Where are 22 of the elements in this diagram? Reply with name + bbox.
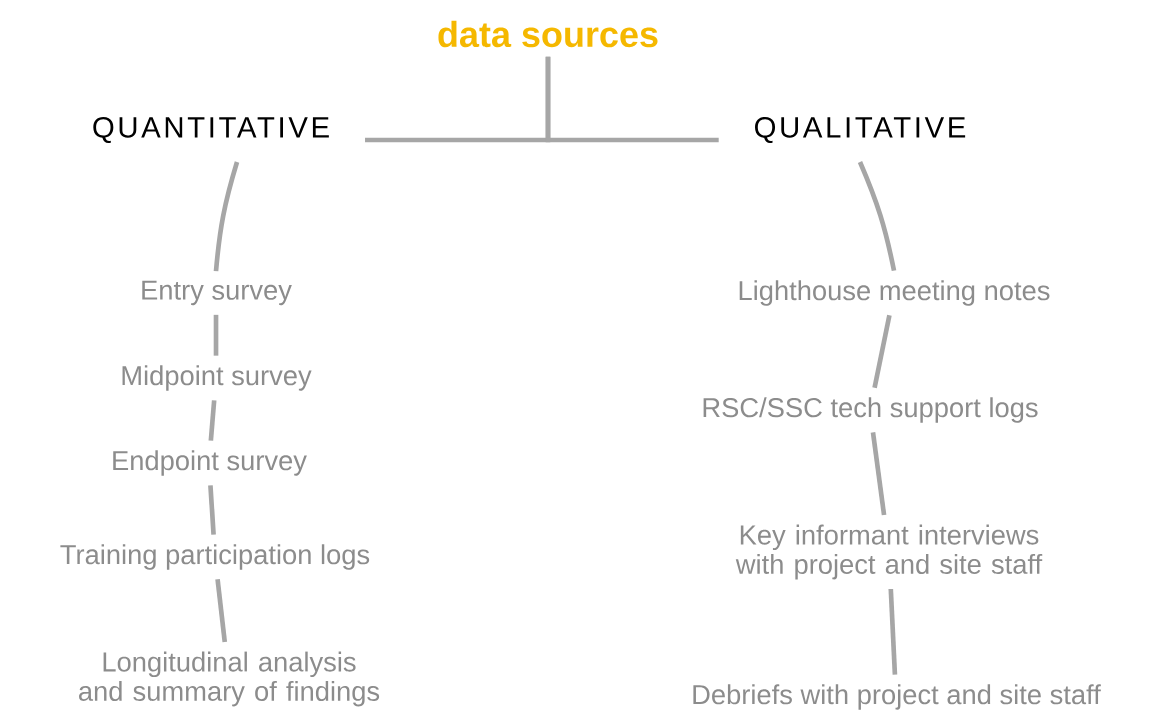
connector-line bbox=[872, 314, 892, 389]
data-source-label: Midpoint survey bbox=[122, 365, 312, 391]
category-heading: QUALITATIVE bbox=[755, 117, 966, 143]
category-heading: QUANTITATIVE bbox=[93, 117, 329, 143]
connector-line bbox=[208, 485, 216, 535]
connector-line bbox=[870, 432, 887, 516]
connector-line bbox=[213, 314, 219, 356]
connector-line bbox=[857, 161, 897, 272]
title: data sources bbox=[438, 20, 658, 48]
connector-line bbox=[208, 400, 217, 441]
data-source-label: Entry survey bbox=[142, 280, 292, 306]
data-source-label: RSC/SSC tech support logs bbox=[703, 397, 1038, 423]
data-source-label: Lighthouse meeting notes bbox=[739, 280, 1050, 306]
connector-line bbox=[888, 588, 898, 675]
data-source-label: Debriefs with project and site staff bbox=[693, 684, 1101, 710]
data-source-label: Training participation logs bbox=[60, 544, 370, 570]
data-source-label: Endpoint survey bbox=[113, 450, 307, 476]
data-source-label: Longitudinal analysis and summary of findings bbox=[79, 651, 380, 707]
data-source-label: Key informant interviews with project and site staff bbox=[735, 524, 1043, 580]
connector-line bbox=[215, 579, 228, 643]
connector-line bbox=[213, 161, 240, 272]
connector-line bbox=[545, 56, 719, 143]
